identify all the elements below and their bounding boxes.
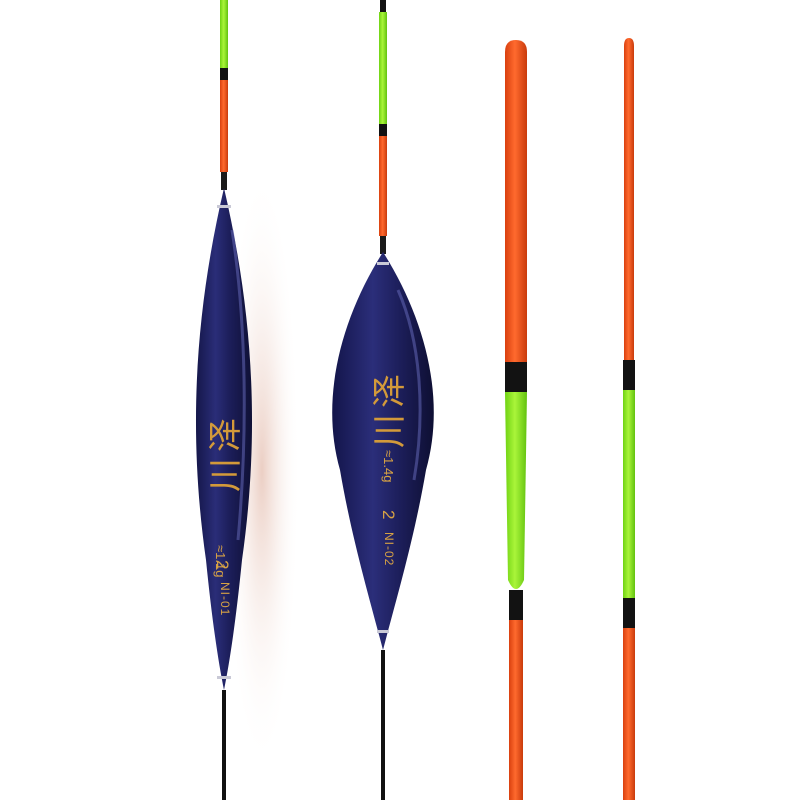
tip-band — [380, 236, 386, 254]
float-body — [195, 188, 253, 690]
tip-orange — [220, 80, 228, 172]
tip-orange — [505, 40, 527, 362]
float-1 — [195, 0, 253, 800]
tip-green-top — [220, 0, 228, 68]
tip-band — [505, 362, 527, 392]
float-2-number: 2 — [379, 510, 398, 520]
silver-ring — [217, 676, 231, 679]
float-body — [332, 252, 434, 650]
tip-band — [380, 0, 386, 12]
stem — [381, 650, 385, 800]
highlight — [396, 289, 422, 481]
float-2-brand: 川泽 — [370, 368, 410, 448]
tip-band — [220, 68, 228, 80]
tail-orange — [509, 620, 523, 800]
stem — [222, 690, 226, 800]
silver-ring — [217, 205, 231, 208]
float-2-weight: ≈1.4g — [381, 450, 396, 483]
float-2-model: NI-02 — [382, 532, 396, 567]
float-3 — [505, 40, 527, 800]
tip-orange — [379, 136, 387, 236]
highlight — [230, 229, 246, 541]
tip-green — [505, 392, 527, 589]
tail-orange — [623, 628, 635, 800]
tip-band — [623, 360, 635, 390]
tip-band — [379, 124, 387, 136]
tip-band — [509, 590, 523, 620]
float-1-number: 2 — [213, 560, 232, 570]
float-1-model: NI-01 — [218, 582, 232, 617]
tip-green — [623, 390, 635, 598]
tip-green-top — [379, 12, 387, 124]
silver-ring — [377, 630, 389, 633]
float-1-brand: 川泽 — [206, 412, 246, 492]
silver-ring — [377, 262, 389, 265]
tip-band — [623, 598, 635, 628]
float-2 — [332, 0, 434, 800]
float-4 — [623, 38, 635, 800]
tip-orange — [624, 38, 634, 360]
tip-band — [221, 172, 227, 190]
